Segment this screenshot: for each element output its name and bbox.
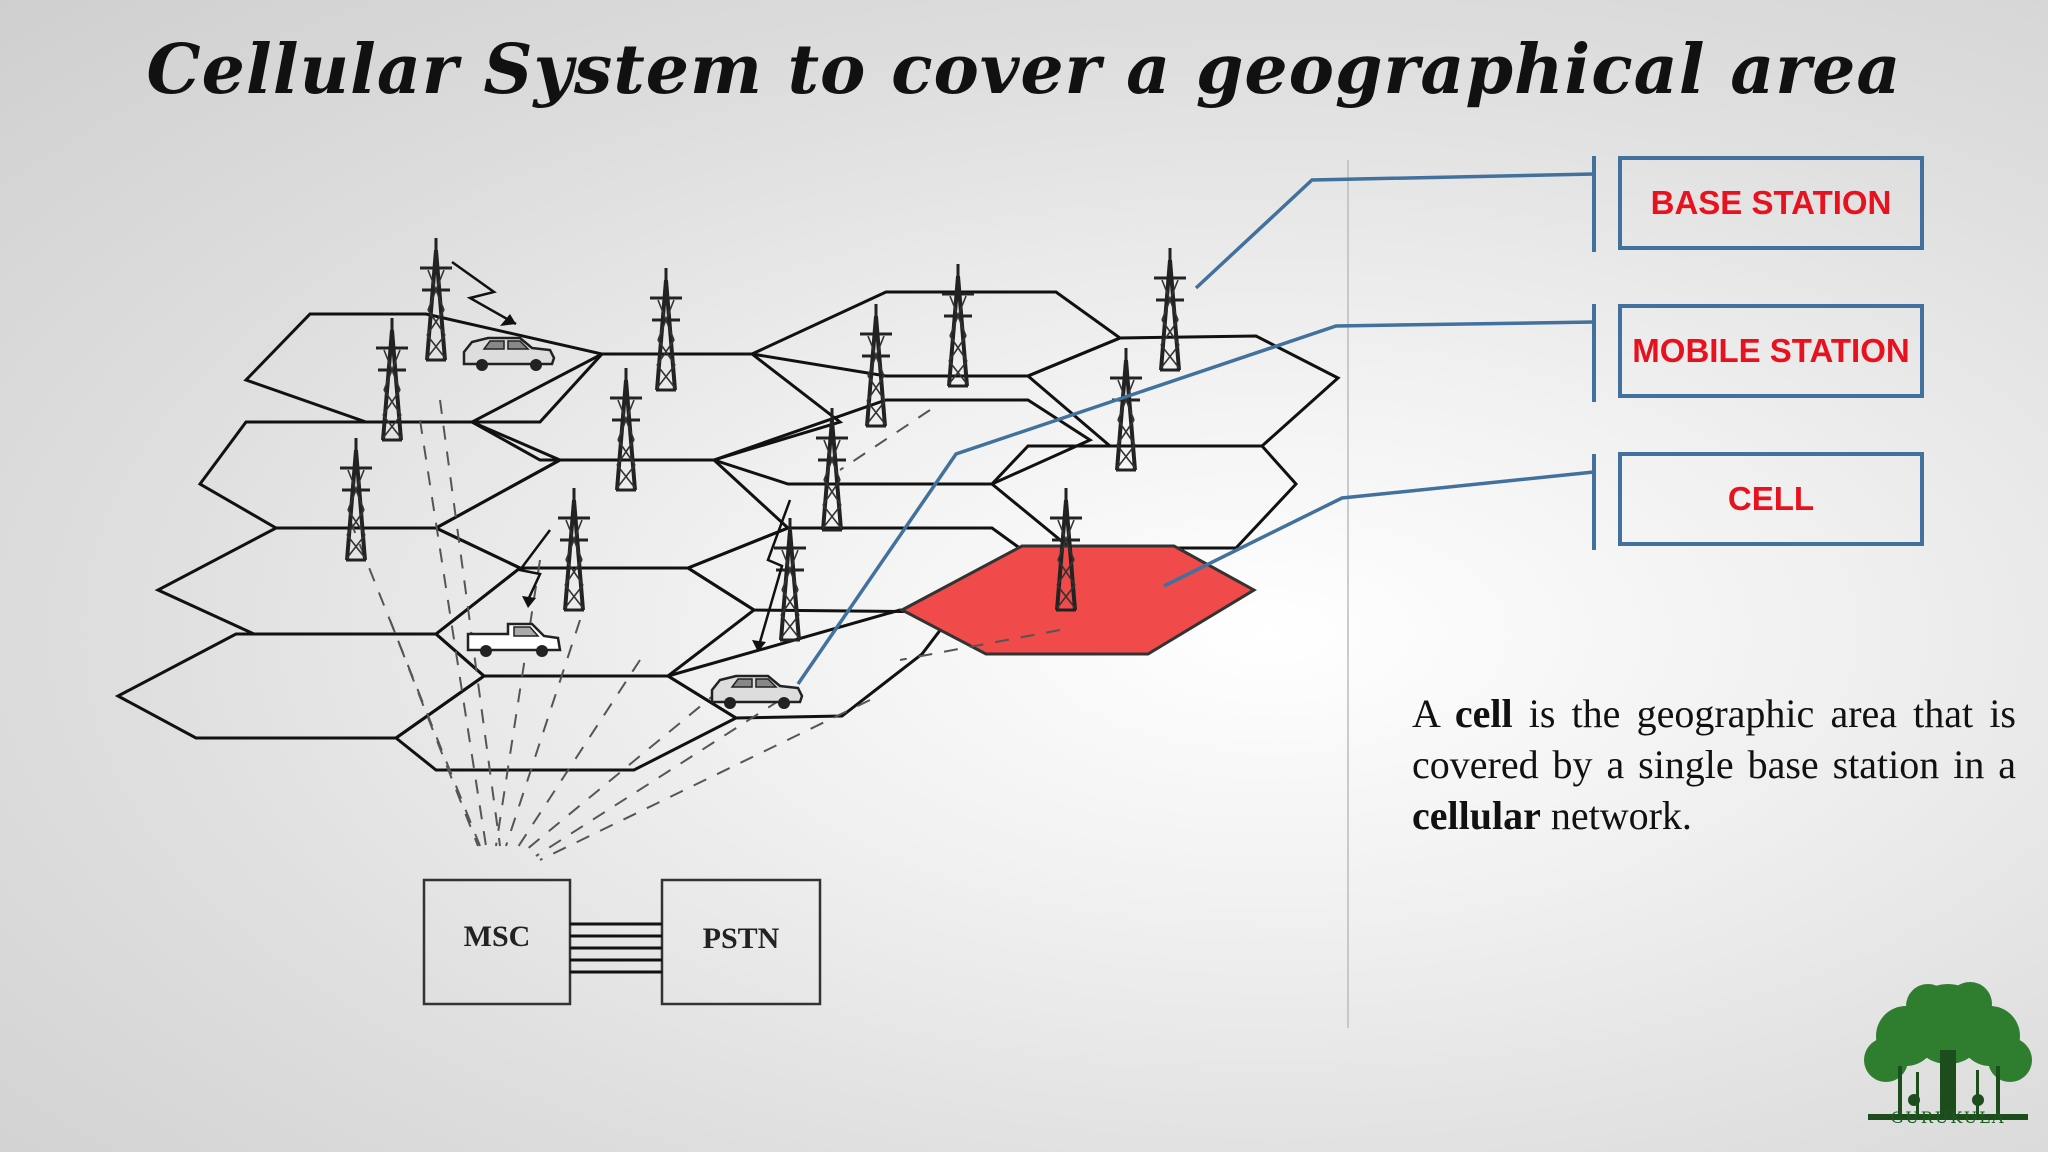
hex-cell bbox=[468, 352, 844, 462]
pstn-box bbox=[660, 878, 822, 1006]
msc-label: MSC bbox=[464, 920, 531, 953]
hex-cell bbox=[197, 420, 564, 530]
hex-cell bbox=[243, 312, 605, 424]
lightning-links bbox=[451, 260, 792, 643]
signal-arrowheads bbox=[500, 314, 766, 652]
cell-description: A cell is the geographic area that is co… bbox=[1412, 691, 2016, 838]
base-station-label: BASE STATION bbox=[1618, 156, 1924, 250]
highlighted-cell bbox=[898, 544, 1258, 656]
hex-cell bbox=[989, 444, 1299, 550]
hex-cell bbox=[709, 398, 1094, 486]
pstn-label: PSTN bbox=[703, 922, 780, 955]
gurukula-tree-logo bbox=[1864, 982, 2032, 1120]
cell-label: CELL bbox=[1618, 452, 1924, 546]
hex-cell bbox=[433, 566, 757, 678]
base-station-towers bbox=[338, 236, 1188, 642]
dashed-signal-lines bbox=[349, 399, 1061, 861]
hex-cell bbox=[746, 290, 1124, 378]
slide-title: Cellular System to cover a geographical … bbox=[146, 30, 1902, 110]
mobile-station-label: MOBILE STATION bbox=[1618, 304, 1924, 398]
bold-term: cellular bbox=[1412, 793, 1541, 838]
bold-term: cell bbox=[1454, 691, 1513, 736]
trunk-lines bbox=[570, 922, 662, 974]
logo-text: GURUKULA bbox=[1890, 1108, 2006, 1127]
msc-box bbox=[422, 878, 572, 1006]
connector-lines bbox=[796, 172, 1595, 685]
hex-cell bbox=[393, 674, 740, 772]
msc-pstn-block: MSC PSTN bbox=[422, 878, 822, 1006]
hex-cell bbox=[154, 526, 523, 636]
